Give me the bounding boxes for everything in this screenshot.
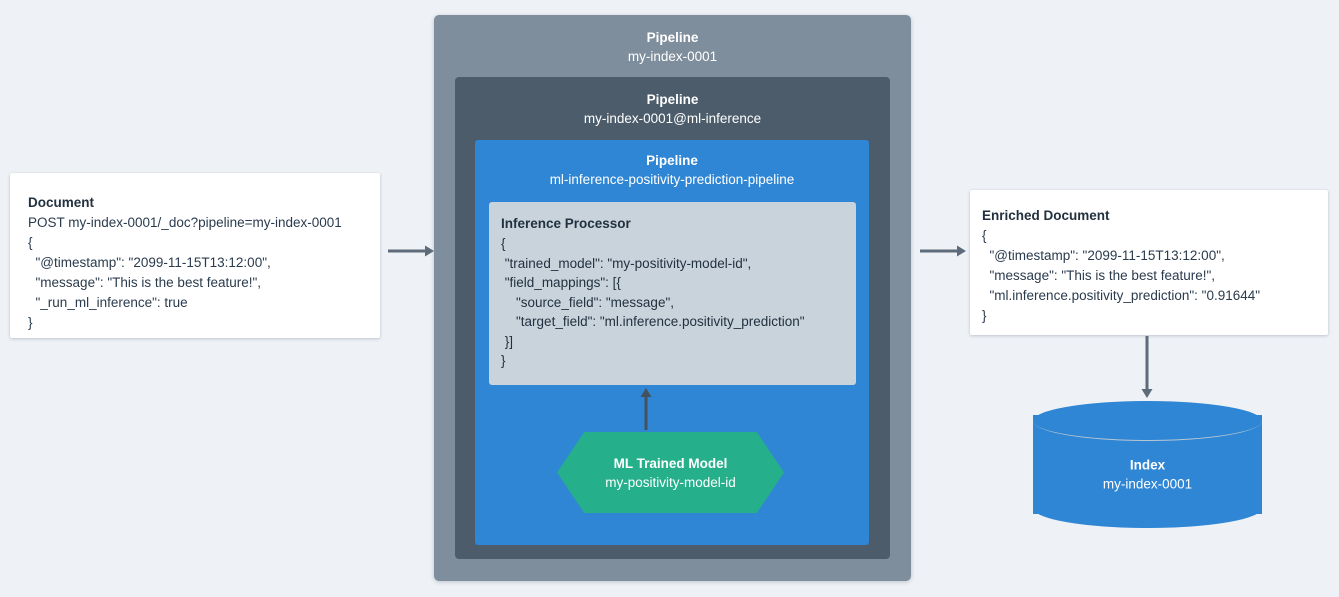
pipeline-outer-kind: Pipeline xyxy=(646,30,699,45)
inference-processor-box: Inference Processor { "trained_model": "… xyxy=(489,202,856,385)
inference-processor-line: "target_field": "ml.inference.positivity… xyxy=(501,314,805,329)
arrow-pipeline-to-enriched-document xyxy=(920,244,966,258)
inference-processor-line: } xyxy=(501,353,506,368)
cylinder-top-ellipse xyxy=(1033,401,1262,441)
inference-processor-line: }] xyxy=(501,333,514,349)
arrow-document-to-pipeline xyxy=(388,244,434,258)
enriched-document-line: { xyxy=(982,228,987,243)
index-cylinder: Index my-index-0001 xyxy=(1033,401,1262,528)
index-label: Index my-index-0001 xyxy=(1033,455,1262,494)
source-document-line: POST my-index-0001/_doc?pipeline=my-inde… xyxy=(28,215,342,230)
pipeline-inner-name: ml-inference-positivity-prediction-pipel… xyxy=(549,172,795,187)
arrow-right-icon xyxy=(920,245,966,257)
enriched-document-line: "message": "This is the best feature!", xyxy=(982,268,1216,283)
inference-processor-line: { xyxy=(501,236,506,251)
index-title: Index xyxy=(1129,457,1166,473)
source-document-line: "message": "This is the best feature!", xyxy=(28,275,262,290)
pipeline-middle-kind: Pipeline xyxy=(646,92,699,107)
source-document-title: Document xyxy=(28,195,95,210)
pipeline-middle-name: my-index-0001@ml-inference xyxy=(583,111,762,126)
inference-processor-title: Inference Processor xyxy=(501,216,631,231)
source-document-line: } xyxy=(28,315,33,330)
pipeline-outer-header: Pipeline my-index-0001 xyxy=(434,15,911,66)
arrow-down-icon xyxy=(1141,336,1153,398)
arrow-enriched-document-to-index xyxy=(1140,336,1154,398)
pipeline-inner-header: Pipeline ml-inference-positivity-predict… xyxy=(475,140,869,189)
inference-processor-line: "field_mappings": [{ xyxy=(501,275,621,290)
pipeline-outer-box: Pipeline my-index-0001 Pipeline my-index… xyxy=(434,15,911,581)
arrow-model-to-processor xyxy=(639,388,653,430)
enriched-document-title: Enriched Document xyxy=(982,208,1110,223)
source-document-card: Document POST my-index-0001/_doc?pipelin… xyxy=(10,173,380,338)
enriched-document-line: "ml.inference.positivity_prediction": "0… xyxy=(982,288,1261,303)
inference-processor-line: "trained_model": "my-positivity-model-id… xyxy=(501,255,752,271)
pipeline-outer-name: my-index-0001 xyxy=(627,49,718,64)
pipeline-middle-header: Pipeline my-index-0001@ml-inference xyxy=(455,77,890,128)
enriched-document-line: } xyxy=(982,308,987,323)
ml-trained-model-name: my-positivity-model-id xyxy=(605,474,736,490)
ml-trained-model-title: ML Trained Model xyxy=(613,455,728,471)
pipeline-middle-box: Pipeline my-index-0001@ml-inference Pipe… xyxy=(455,77,890,559)
index-name: my-index-0001 xyxy=(1102,476,1193,492)
pipeline-inner-box: Pipeline ml-inference-positivity-predict… xyxy=(475,140,869,545)
pipeline-inner-kind: Pipeline xyxy=(646,153,698,168)
arrow-up-icon xyxy=(640,388,652,430)
source-document-line: "@timestamp": "2099-11-15T13:12:00", xyxy=(28,255,271,270)
ml-trained-model-hexagon: ML Trained Model my-positivity-model-id xyxy=(557,432,784,513)
source-document-line: "_run_ml_inference": true xyxy=(28,295,188,310)
enriched-document-line: "@timestamp": "2099-11-15T13:12:00", xyxy=(982,248,1225,263)
inference-processor-line: "source_field": "message", xyxy=(501,294,674,310)
arrow-right-icon xyxy=(388,245,434,257)
source-document-line: { xyxy=(28,235,33,250)
enriched-document-card: Enriched Document { "@timestamp": "2099-… xyxy=(970,190,1328,335)
